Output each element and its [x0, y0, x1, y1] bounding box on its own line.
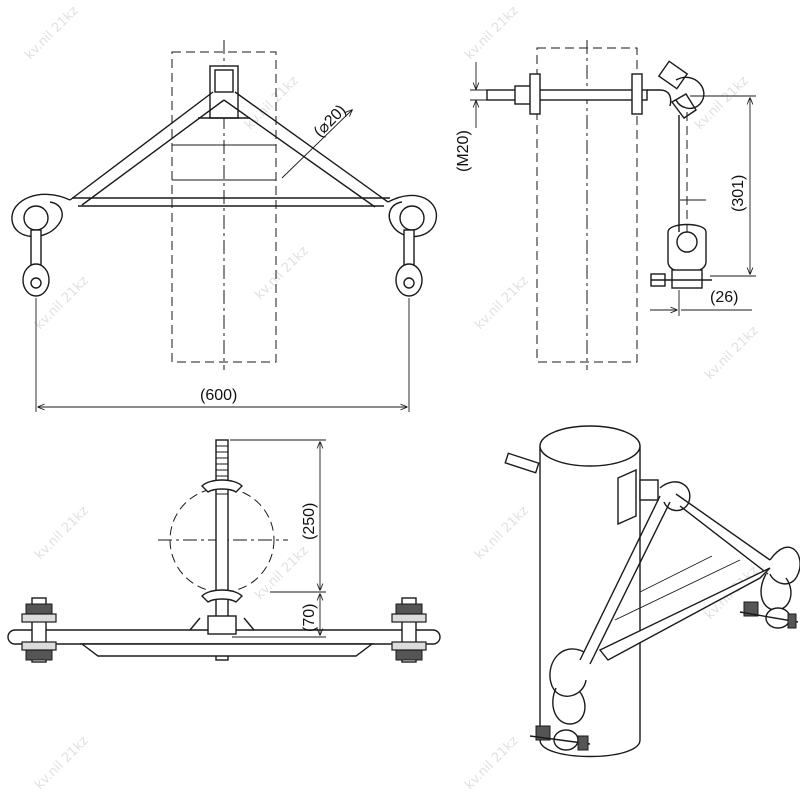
- left-arm: [69, 91, 225, 206]
- watermark-text: kv.nil 21kz: [472, 273, 531, 332]
- iso-left-eye: [549, 648, 587, 697]
- mount-plate: [617, 468, 637, 526]
- clevis-body: [667, 223, 707, 274]
- left-hanger-hole: [30, 277, 42, 289]
- left-eye-hole: [23, 205, 49, 231]
- iso-arm-right: [675, 493, 771, 575]
- iso-right-shackle: [760, 573, 792, 611]
- crossarm-clamp: [207, 615, 237, 635]
- watermark-text: kv.nil 21kz: [472, 503, 531, 562]
- right-nut: [395, 649, 423, 661]
- pole-cylinder: [539, 446, 641, 758]
- watermark-text: kv.nil 21kz: [252, 543, 311, 602]
- iso-right-nut: [743, 601, 759, 617]
- right-nut: [395, 603, 423, 615]
- mount-nut: [639, 479, 659, 501]
- left-eye-loop: [11, 193, 71, 238]
- iso-crossbar: [598, 567, 771, 661]
- bottom-right-isometric-view: [504, 425, 800, 758]
- iso-right-pin-nut: [787, 613, 797, 629]
- pole-top: [539, 425, 641, 467]
- bracket-bolt-head: [214, 69, 234, 93]
- top-right-side-view: (M20) (301) (26): [455, 40, 756, 370]
- diameter-leader: [281, 110, 352, 179]
- bottom-left-plan-view: (250) (70): [7, 439, 441, 663]
- right-washer: [391, 613, 427, 623]
- watermark-text: kv.nil 21kz: [462, 3, 521, 62]
- left-washer: [21, 613, 57, 623]
- left-nut: [25, 603, 53, 615]
- right-hanger-shank: [403, 229, 415, 269]
- watermark-text: kv.nil 21kz: [32, 503, 91, 562]
- top-left-front-view: (⌀20) (600): [11, 40, 438, 412]
- watermark-text: kv.nil 21kz: [702, 323, 761, 382]
- right-eye-loop: [387, 194, 438, 238]
- left-washer: [21, 641, 57, 651]
- dimension-offset-label: (70): [301, 604, 318, 632]
- bolt-washer: [529, 73, 541, 115]
- dimension-span-label: (250): [301, 503, 318, 540]
- protruding-bolt: [504, 452, 540, 474]
- iso-arm-left: [579, 495, 671, 665]
- iso-right-eye: [769, 546, 800, 585]
- left-nut: [25, 649, 53, 661]
- right-hanger-hole: [403, 277, 415, 289]
- dimension-thread-label: (M20): [455, 130, 472, 172]
- iso-left-nut: [535, 725, 551, 741]
- arm-joint: [670, 93, 697, 119]
- bolt-washer: [631, 73, 643, 115]
- left-hanger-shank: [30, 229, 42, 269]
- watermark-text: kv.nil 21kz: [22, 3, 81, 62]
- shackle-bolt-head: [657, 60, 689, 90]
- iso-plate-lines: [614, 555, 741, 621]
- crossarm-plate: [79, 643, 375, 657]
- through-bolt: [486, 89, 648, 101]
- dimension-width-label: (600): [200, 387, 237, 404]
- rod-washer: [201, 589, 243, 603]
- dimension-offset-label: (26): [710, 289, 738, 306]
- dimension-height-label: (301): [730, 175, 747, 212]
- clevis-hole: [676, 231, 698, 253]
- right-eye-hole: [399, 205, 425, 231]
- rod-washer: [201, 479, 243, 493]
- right-washer: [391, 641, 427, 651]
- bolt-bend: [647, 89, 672, 107]
- iso-left-shackle: [552, 687, 586, 725]
- watermark-text: kv.nil 21kz: [462, 733, 521, 792]
- right-arm: [223, 91, 389, 208]
- clamp-arms: [189, 617, 255, 631]
- iso-left-pin-nut: [577, 735, 589, 751]
- watermark-text: kv.nil 21kz: [32, 733, 91, 792]
- threaded-rod: [215, 439, 229, 661]
- dimension-diameter-label: (⌀20): [311, 102, 350, 141]
- watermark-text: kv.nil 21kz: [252, 243, 311, 302]
- watermark-layer: kv.nil 21kz kv.nil 21kz kv.nil 21kz kv.n…: [22, 3, 761, 792]
- top-shackle: [675, 76, 705, 110]
- clevis-base: [671, 269, 703, 289]
- pole-outline: [171, 51, 277, 363]
- iso-top-shackle: [659, 481, 691, 512]
